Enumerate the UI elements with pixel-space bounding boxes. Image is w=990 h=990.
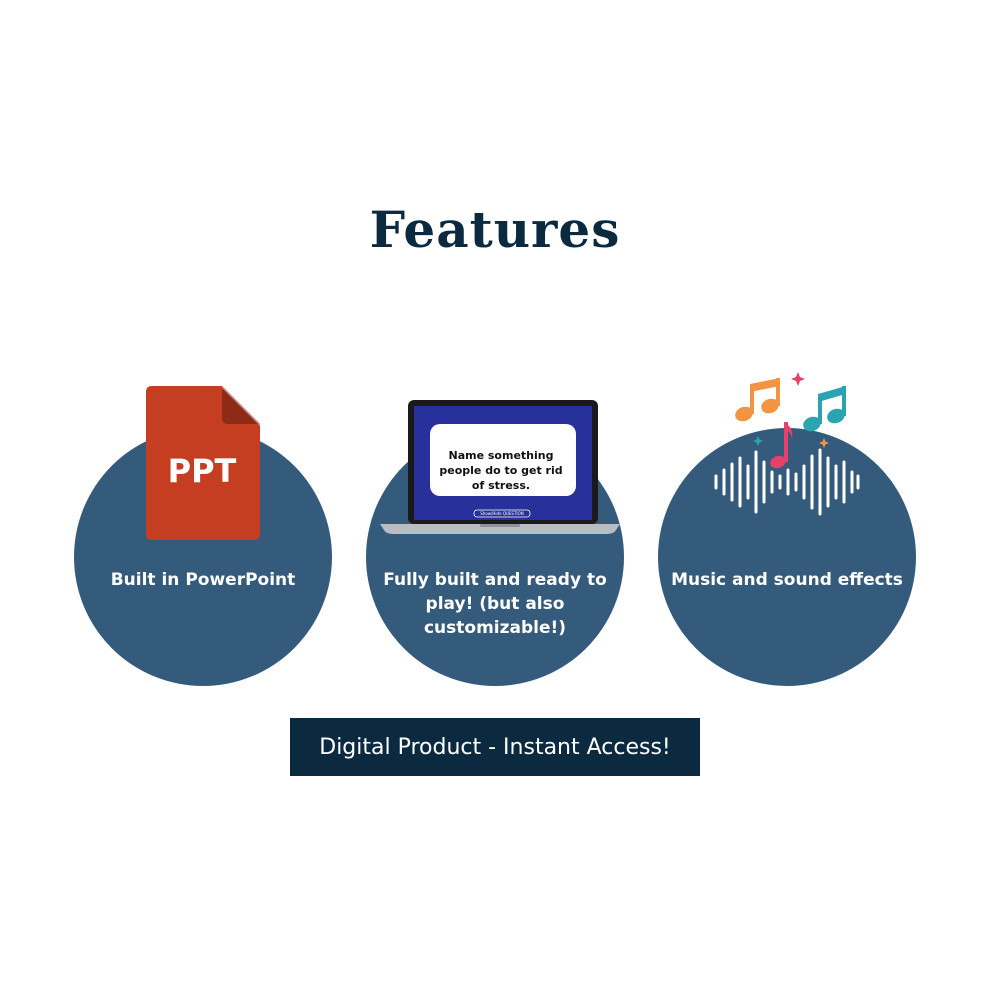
feature-label-powerpoint: Built in PowerPoint <box>110 570 296 590</box>
laptop-screen-question: Name something people do to get rid of s… <box>439 449 563 492</box>
page-title: Features <box>369 200 621 259</box>
feature-label-ready-to-play: Fully built and ready to play! (but also… <box>383 570 607 638</box>
music-soundwave-icon <box>714 372 860 516</box>
laptop-screen-footer: Show/Hide QUESTION <box>480 511 524 516</box>
ppt-icon-label: PPT <box>167 452 237 490</box>
ppt-file-icon <box>146 386 260 540</box>
laptop-icon <box>380 400 620 534</box>
instant-access-label: Digital Product - Instant Access! <box>319 734 671 760</box>
instant-access-banner[interactable]: Digital Product - Instant Access! <box>290 718 700 776</box>
feature-label-music: Music and sound effects <box>671 570 903 590</box>
